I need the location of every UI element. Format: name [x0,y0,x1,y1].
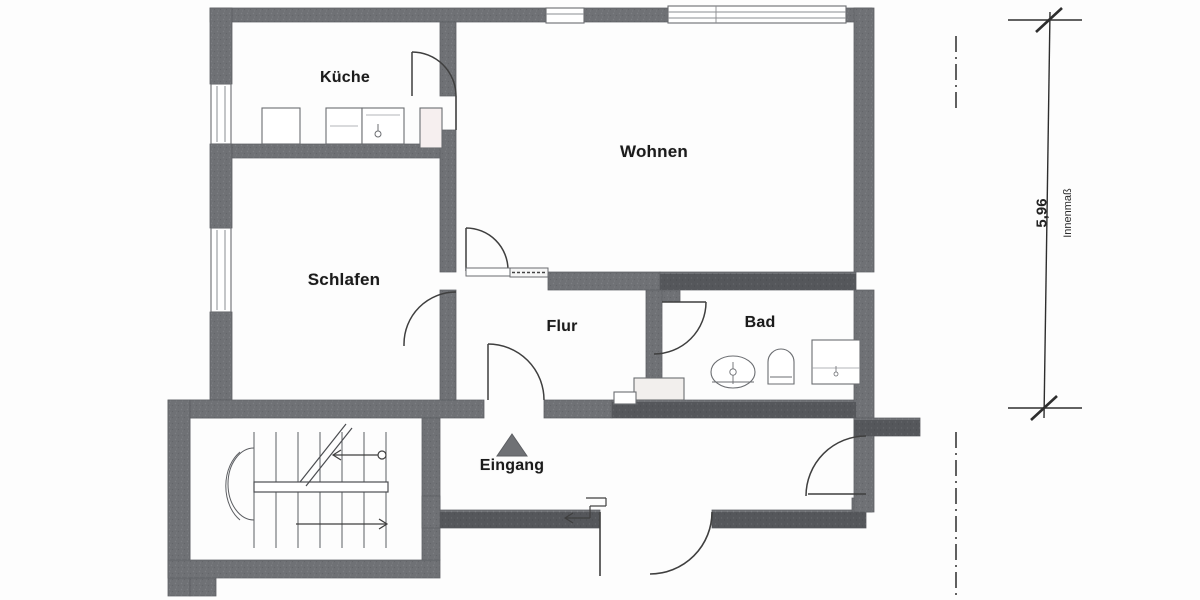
room-label-bad: Bad [744,314,776,331]
door-flur-bottom [487,343,545,401]
room-label-kueche: Küche [320,69,370,86]
direction-arrow-down [296,518,389,530]
window-living-top-1 [545,7,585,24]
direction-arrow-up [331,449,387,461]
wall-flur-bottom-right [543,399,613,419]
stair-landing-curve [227,447,255,521]
wall-top-left [209,7,547,23]
room-label-flur: Flur [546,318,578,335]
triangle-up-marker [496,433,528,457]
dimension-value: 5,96 [1033,198,1051,228]
stair-landing-curve-2 [225,451,241,521]
wall-stair-right [421,417,441,561]
wall-accent-bad-bottom [612,402,856,418]
door-flur-left [403,291,457,346]
washbasin [710,355,756,389]
wall-right-upper [853,7,875,273]
wall-vertical-center-lower [439,129,457,273]
wall-accent-right-jog [854,420,920,436]
wall-left-lower [209,311,233,401]
door-bad [653,301,707,355]
bathroom-fixtures [613,339,861,405]
window-living-top-2 [667,5,847,24]
wall-stair-bottom [167,559,441,579]
bathtub [811,339,861,385]
wall-entry-pier [421,495,441,529]
door-entry [599,511,713,576]
wall-left-upper [209,7,233,85]
marker-label-eingang: Eingang [479,457,545,474]
wall-accents [440,274,920,528]
dim-tick-bottom [1030,395,1058,421]
bath-cabinet-far-left [613,391,637,405]
wall-accent-entry-bottom-right [712,512,866,528]
dimension-note: Innenmaß [1062,188,1074,238]
wall-living-flur [547,271,661,291]
bath-cabinet-left [633,377,685,401]
wall-accent-entry-bottom-left [440,512,600,528]
doors [403,51,867,576]
door-sliding-living [509,267,549,278]
stove-unit [325,107,363,145]
stair-break-line [299,423,353,487]
stairwell [225,423,389,548]
dim-tick-top [1035,7,1063,33]
wall-stair-bottom-foot [189,577,217,597]
window-bedroom-left [210,227,232,313]
wall-accent-living-bad [660,274,856,290]
wall-right-bottom-stub [853,435,875,513]
dimension-line-vertical [1008,7,1082,421]
dim-main-line [1043,11,1051,419]
window-kitchen-left [210,83,232,145]
entry-direction-arrows [563,497,607,524]
stair-railing [253,481,389,493]
appliance-unit [419,107,443,149]
door-bedroom [465,227,511,277]
room-label-schlafen: Schlafen [307,270,381,289]
cabinet-unit [261,107,301,145]
kitchen-fixtures [261,107,443,149]
wall-structure [167,7,921,597]
wall-left-mid [209,143,233,229]
wall-vertical-center-upper [439,21,457,97]
windows [210,5,847,313]
room-label-wohnen: Wohnen [620,142,688,161]
sink-unit [361,107,405,145]
door-right-exterior [805,435,867,497]
wall-vertical-center-bottom [439,289,457,401]
door-kitchen [411,51,457,130]
wall-top-window-pier [583,7,669,23]
wall-kitchen-bedroom [231,143,453,159]
wall-apartment-bottom-left [189,399,485,419]
toilet [767,348,795,385]
